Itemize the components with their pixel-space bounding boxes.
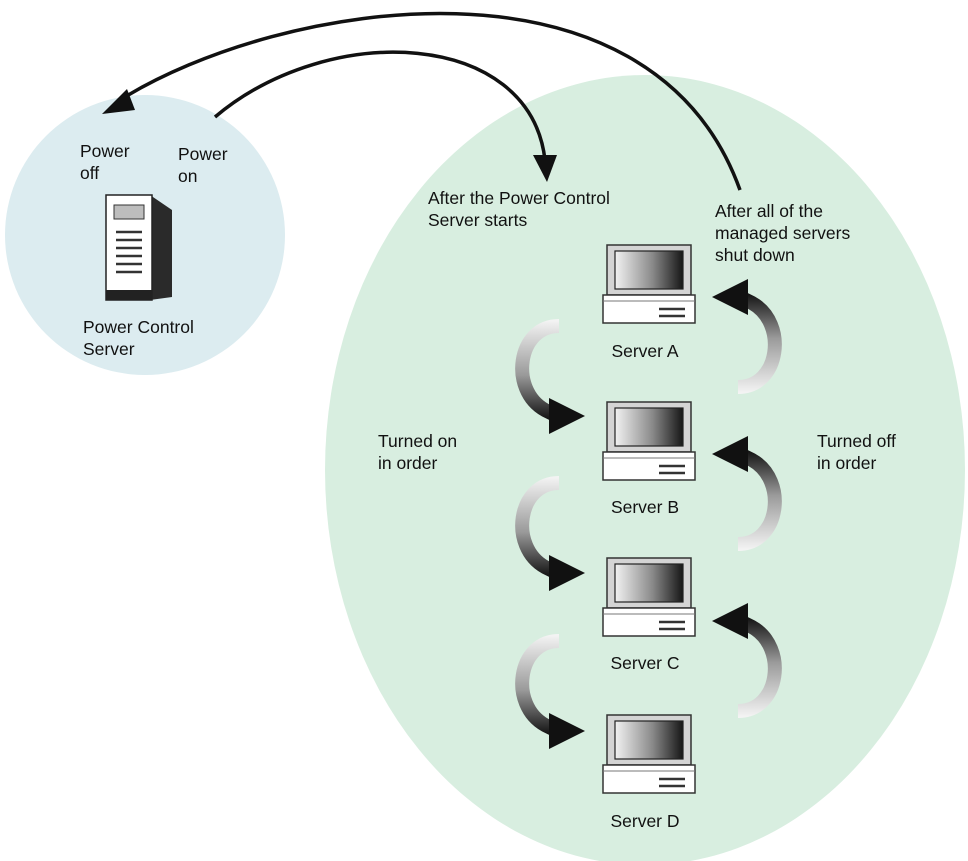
power-on-arrow xyxy=(213,50,547,161)
power-off-arrow xyxy=(119,11,742,191)
power-off-label: Power off xyxy=(80,141,130,183)
server-b-label: Server B xyxy=(610,497,680,517)
after-shutdown-label: After all of the managed servers shut do… xyxy=(715,201,851,265)
server-d-label: Server D xyxy=(610,811,680,831)
power-off-arrowhead xyxy=(102,89,135,114)
turned-on-label: Turned on in order xyxy=(378,431,458,473)
power-on-label: Power on xyxy=(178,144,228,186)
server-a-label: Server A xyxy=(611,341,679,361)
power-control-server-label: Power Control Server xyxy=(83,317,194,359)
server-d-icon xyxy=(601,713,697,795)
power-on-arrowhead xyxy=(533,155,557,182)
turned-off-label: Turned off in order xyxy=(817,431,896,473)
server-c-icon xyxy=(601,556,697,638)
server-b-icon xyxy=(601,400,697,482)
server-a-icon xyxy=(601,243,697,325)
tower-server-icon xyxy=(105,194,172,301)
server-c-label: Server C xyxy=(610,653,680,673)
after-start-label: After the Power Control Server starts xyxy=(428,188,610,230)
